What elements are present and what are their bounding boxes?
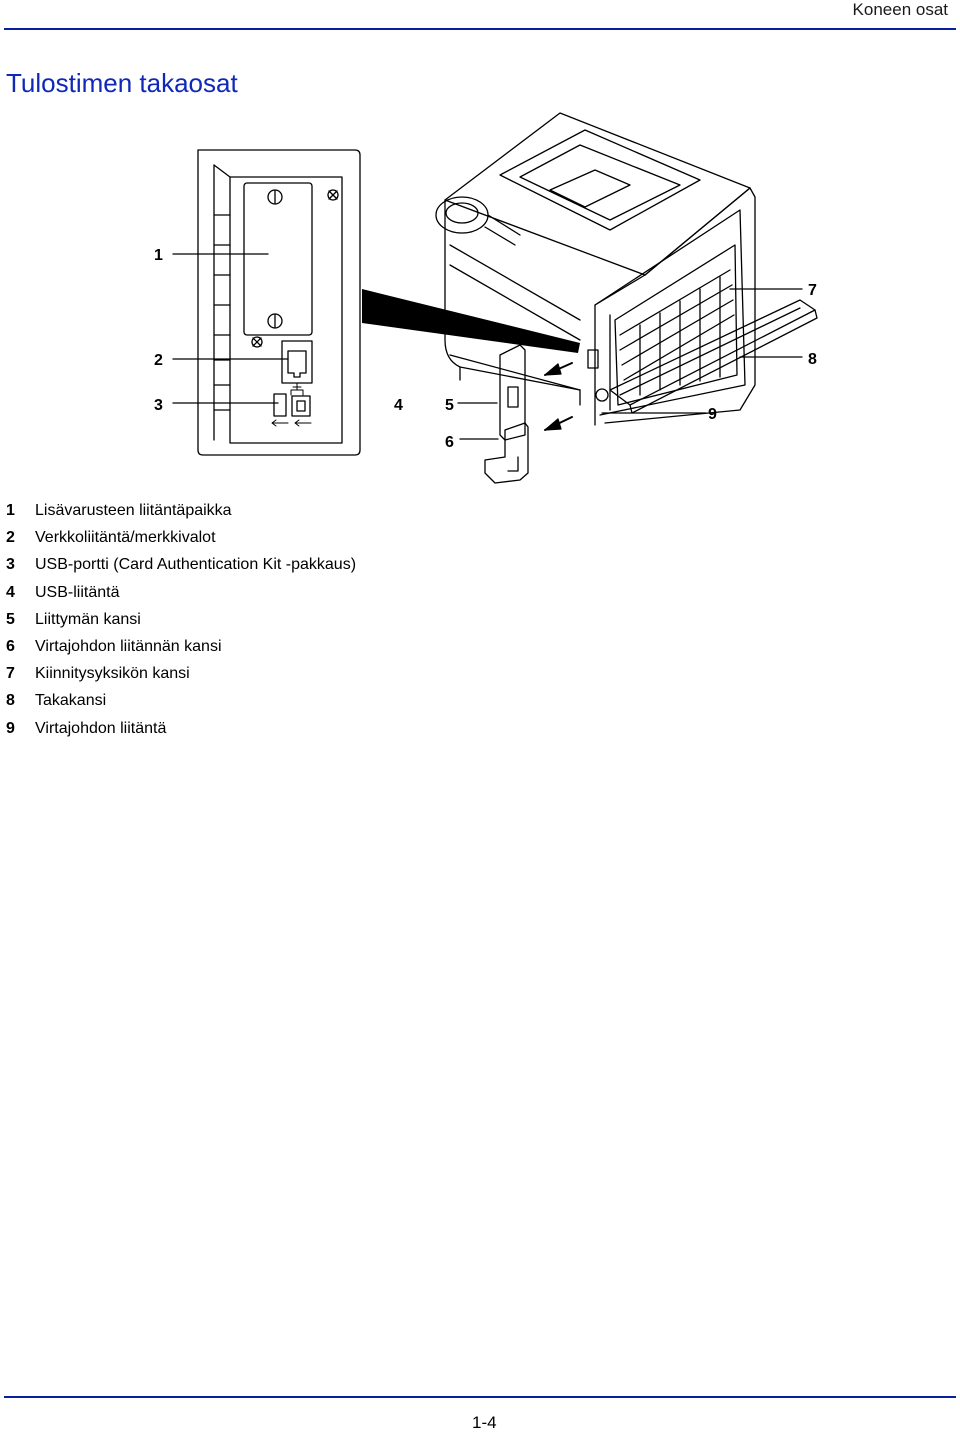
callout-7: 7: [808, 282, 817, 299]
legend-text: Takakansi: [35, 692, 107, 710]
legend-item: 4 USB-liitäntä: [6, 579, 356, 606]
callout-2: 2: [154, 352, 163, 369]
printer-rear-illustration: 1 2 3 4 5 6 7 8 9: [140, 105, 840, 490]
legend-text: USB-liitäntä: [35, 583, 120, 601]
legend-number: 8: [6, 692, 15, 710]
parts-legend: 1 Lisävarusteen liitäntäpaikka 2 Verkkolii…: [6, 497, 356, 742]
power-cord-cover: [484, 422, 529, 484]
legend-item: 2 Verkkoliitäntä/merkkivalot: [6, 524, 356, 551]
legend-text: Virtajohdon liitäntä: [35, 719, 167, 737]
legend-text: Virtajohdon liitännän kansi: [35, 637, 222, 655]
callout-3: 3: [154, 397, 163, 414]
legend-number: 2: [6, 529, 15, 547]
callout-8: 8: [808, 351, 817, 368]
legend-number: 9: [6, 719, 15, 737]
legend-text: Lisävarusteen liitäntäpaikka: [35, 502, 232, 519]
callout-5: 5: [445, 397, 454, 414]
legend-number: 6: [6, 637, 15, 655]
legend-item: 9 Virtajohdon liitäntä: [6, 715, 356, 742]
callout-1: 1: [154, 247, 163, 264]
callout-6: 6: [445, 434, 454, 451]
legend-item: 7 Kiinnitysyksikön kansi: [6, 660, 356, 687]
callout-4: 4: [394, 397, 403, 414]
page-title: Tulostimen takaosat: [6, 68, 238, 98]
legend-item: 8 Takakansi: [6, 687, 356, 714]
legend-item: 5 Liittymän kansi: [6, 606, 356, 633]
printer-body: [435, 112, 818, 426]
interface-panel-detail: [197, 149, 361, 456]
legend-number: 1: [6, 502, 15, 519]
legend-item: 6 Virtajohdon liitännän kansi: [6, 633, 356, 660]
callout-9: 9: [708, 406, 717, 423]
legend-text: Verkkoliitäntä/merkkivalot: [35, 529, 216, 547]
legend-number: 5: [6, 610, 15, 628]
running-header: Koneen osat: [852, 0, 948, 19]
legend-item: 3 USB-portti (Card Authentication Kit -pa…: [6, 551, 356, 578]
legend-number: 4: [6, 583, 15, 601]
legend-number: 7: [6, 665, 15, 683]
legend-text: Liittymän kansi: [35, 610, 141, 628]
legend-text: USB-portti (Card Authentication Kit -pak…: [35, 556, 357, 574]
legend-item: 1 Lisävarusteen liitäntäpaikka: [6, 497, 356, 524]
legend-text: Kiinnitysyksikön kansi: [35, 665, 190, 683]
header-rule: [4, 28, 956, 30]
interface-cover: [499, 344, 526, 441]
page-number: 1-4: [472, 1413, 497, 1432]
footer-rule: [4, 1396, 956, 1398]
legend-number: 3: [6, 556, 15, 574]
